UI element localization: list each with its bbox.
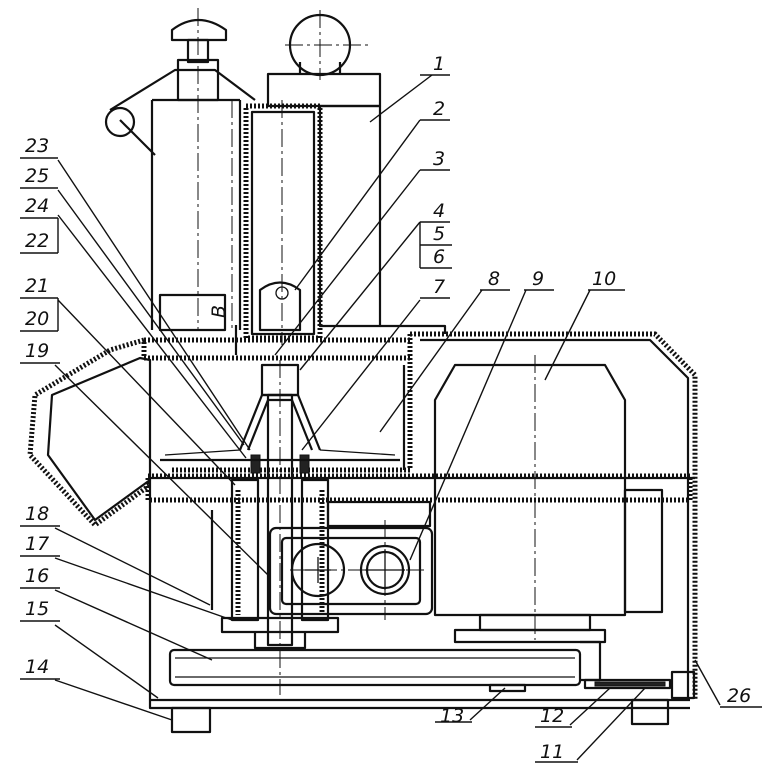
callout-8: 8 (488, 268, 500, 290)
section-letter: B (208, 305, 230, 318)
callout-18: 18 (25, 503, 49, 525)
callout-3: 3 (433, 148, 445, 170)
callout-10: 10 (592, 268, 616, 290)
callout-19: 19 (25, 340, 49, 362)
callout-7: 7 (433, 276, 445, 298)
callout-20: 20 (25, 308, 49, 330)
callout-1: 1 (433, 53, 445, 75)
callout-23: 23 (25, 135, 49, 157)
callout-14: 14 (25, 656, 49, 678)
callout-25: 25 (25, 165, 49, 187)
gearbox (268, 500, 434, 620)
callout-13: 13 (440, 705, 464, 727)
callout-2: 2 (433, 98, 445, 120)
feed-hopper (104, 8, 256, 332)
callout-4: 4 (433, 200, 445, 222)
callout-15: 15 (25, 598, 49, 620)
pusher-column (231, 10, 447, 345)
machine-housing (27, 331, 698, 734)
leader-lines (54, 74, 721, 761)
callout-labels: 1 2 3 4 5 6 7 8 9 10 11 12 13 14 15 16 (20, 53, 762, 763)
callout-12: 12 (540, 705, 564, 727)
callout-22: 22 (25, 230, 49, 252)
cutting-rotor (160, 360, 400, 695)
callout-26: 26 (727, 685, 751, 707)
callout-16: 16 (25, 565, 49, 587)
callout-9: 9 (532, 268, 544, 290)
callout-24: 24 (25, 195, 49, 217)
belt-drive (168, 640, 696, 700)
callout-5: 5 (433, 223, 445, 245)
callout-6: 6 (433, 246, 445, 268)
electric-motor (433, 355, 664, 644)
callout-17: 17 (25, 533, 49, 555)
callout-11: 11 (540, 741, 564, 763)
callout-21: 21 (25, 275, 49, 297)
